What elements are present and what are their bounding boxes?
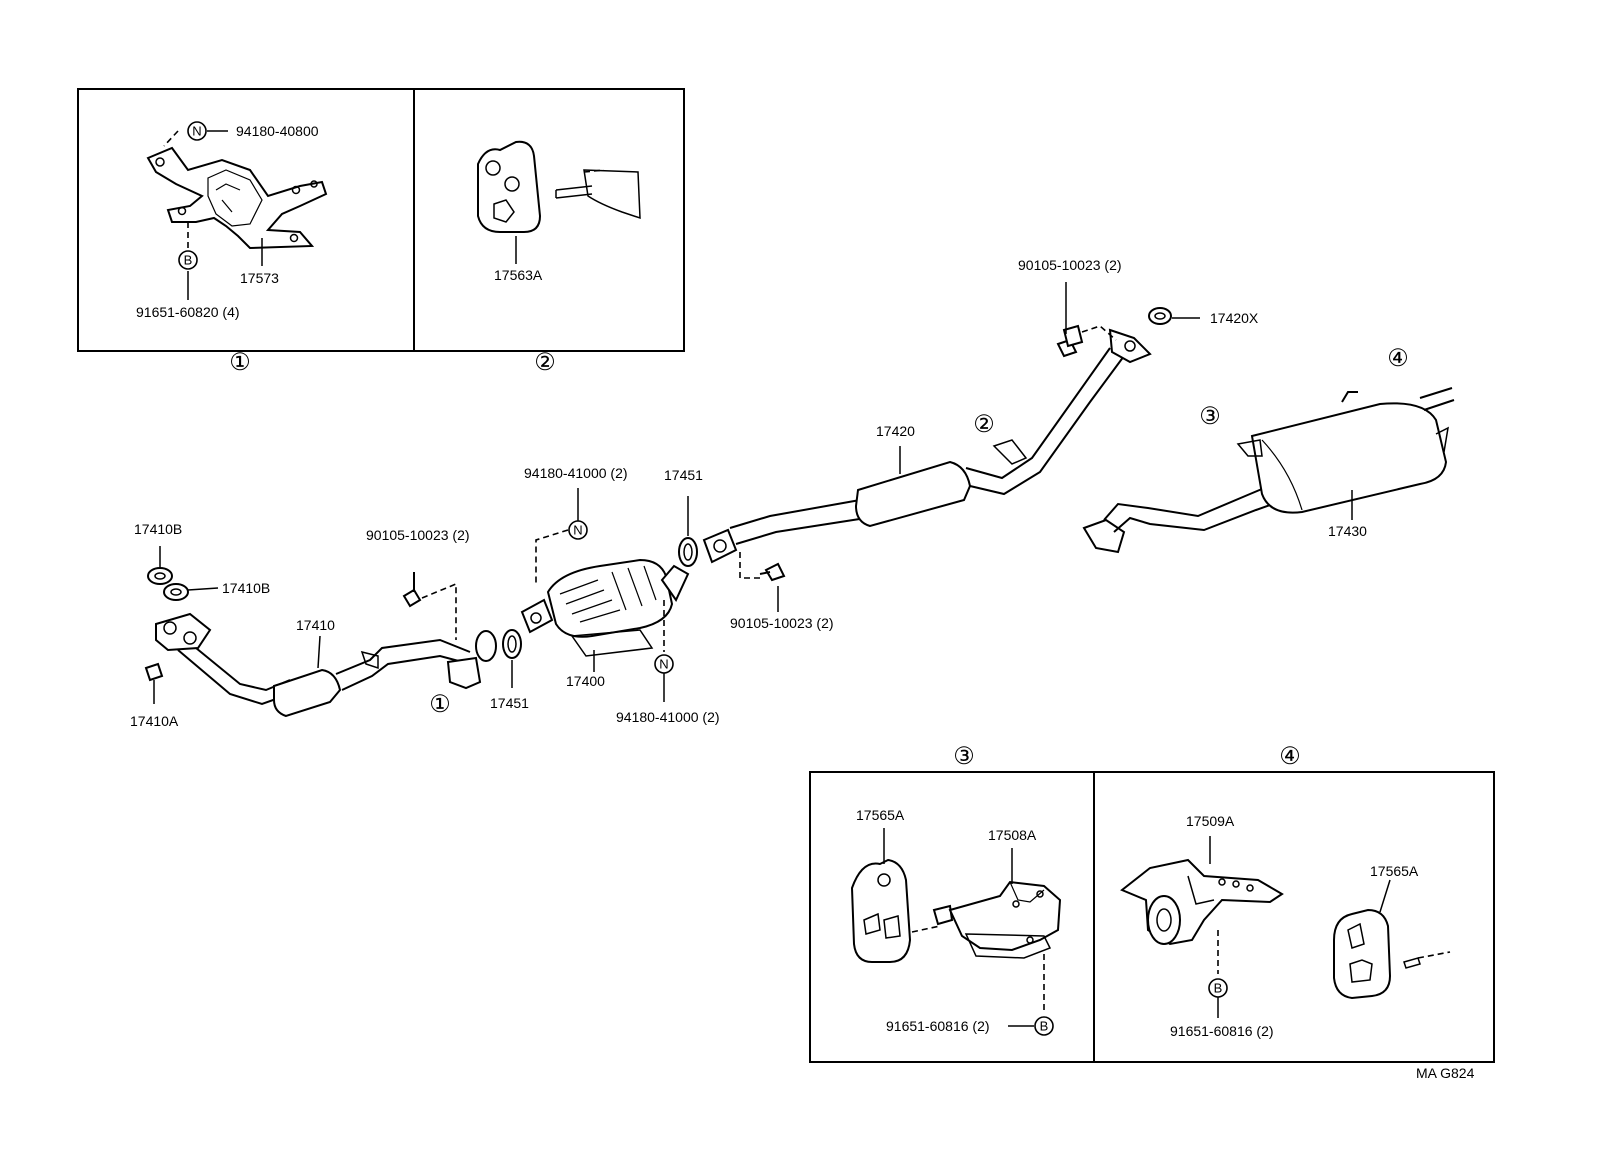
callout-inset-3: ③ xyxy=(1199,403,1221,430)
exhaust-hanger-bracket-17573 xyxy=(146,146,328,250)
callout-inset-4: ④ xyxy=(1387,345,1409,372)
tail-pipe-muffler-17430 xyxy=(1082,387,1455,554)
bolt-90105-10023-mid xyxy=(402,572,422,608)
part-label-17508A: 17508A xyxy=(988,827,1037,843)
callout-inset-2: ② xyxy=(973,411,995,438)
b-marker-inset3: B xyxy=(1034,1016,1054,1036)
inset-number-1: ① xyxy=(229,349,251,376)
svg-text:N: N xyxy=(573,523,582,538)
inset-number-2: ② xyxy=(534,349,556,376)
rubber-hanger-17565A-inset3 xyxy=(850,858,912,963)
inset-frame-1-2 xyxy=(77,88,685,352)
svg-text:N: N xyxy=(659,657,668,672)
gasket-17451-upper xyxy=(678,537,698,567)
callout-inset-1: ① xyxy=(429,691,451,718)
svg-text:B: B xyxy=(1214,981,1223,996)
part-label-94180-41000-bottom: 94180-41000 (2) xyxy=(616,709,720,725)
bolt-90105-10023-right xyxy=(759,562,786,582)
part-label-90105-10023-right: 90105-10023 (2) xyxy=(730,615,834,631)
leader-bolt-mid xyxy=(421,582,457,640)
part-label-17451-lower: 17451 xyxy=(490,695,529,711)
part-label-91651-60820: 91651-60820 (4) xyxy=(136,304,240,320)
exhaust-front-pipe-17410 xyxy=(155,612,497,718)
part-label-17410B-2: 17410B xyxy=(222,580,270,596)
hanger-bracket-17508A xyxy=(932,880,1062,959)
gasket-17420X xyxy=(1148,307,1172,325)
leader-n-top xyxy=(535,529,569,584)
gasket-17410B-2 xyxy=(163,583,189,601)
part-label-17410A: 17410A xyxy=(130,713,179,729)
bolt-90105-10023-top xyxy=(1056,324,1084,358)
part-label-94180-40800: 94180-40800 xyxy=(236,123,319,139)
part-label-17410B-1: 17410B xyxy=(134,521,182,537)
part-label-94180-41000-top: 94180-41000 (2) xyxy=(524,465,628,481)
leader-bolt-right xyxy=(739,552,760,579)
rubber-hanger-17565A-inset4 xyxy=(1333,908,1392,1000)
hanger-pin-inset4 xyxy=(1403,951,1451,969)
hanger-pin xyxy=(555,169,641,220)
part-label-17563A: 17563A xyxy=(494,267,543,283)
svg-text:B: B xyxy=(1040,1019,1049,1034)
diagram-code: MA G824 xyxy=(1416,1065,1475,1081)
part-label-90105-10023-mid: 90105-10023 (2) xyxy=(366,527,470,543)
part-label-91651-60816-inset3: 91651-60816 (2) xyxy=(886,1018,990,1034)
catalytic-converter-17400 xyxy=(520,558,690,657)
part-label-17420: 17420 xyxy=(876,423,915,439)
center-exhaust-pipe-17420 xyxy=(702,328,1152,564)
n-marker: N xyxy=(187,121,207,141)
part-label-90105-10023-top: 90105-10023 (2) xyxy=(1018,257,1122,273)
nut-17410A xyxy=(144,662,164,682)
n-marker-top: N xyxy=(568,520,588,540)
part-label-17573: 17573 xyxy=(240,270,279,286)
gasket-17451-lower xyxy=(502,629,522,659)
part-label-17509A: 17509A xyxy=(1186,813,1235,829)
part-label-17410: 17410 xyxy=(296,617,335,633)
svg-text:N: N xyxy=(192,124,201,139)
gasket-17410B-1 xyxy=(147,567,173,585)
inset-number-4: ④ xyxy=(1279,743,1301,770)
leader-bolt-top xyxy=(1081,325,1117,341)
part-label-17420X: 17420X xyxy=(1210,310,1259,326)
hanger-bracket-17509A xyxy=(1120,858,1284,946)
part-label-17430: 17430 xyxy=(1328,523,1367,539)
svg-text:B: B xyxy=(184,253,193,268)
part-label-91651-60816-inset4: 91651-60816 (2) xyxy=(1170,1023,1274,1039)
leader-n-1 xyxy=(163,130,179,147)
part-label-17451-upper: 17451 xyxy=(664,467,703,483)
inset-number-3: ③ xyxy=(953,743,975,770)
b-marker-inset4: B xyxy=(1208,978,1228,998)
b-marker: B xyxy=(178,250,198,270)
n-marker-bottom: N xyxy=(654,654,674,674)
inset-frame-3-4 xyxy=(809,771,1495,1063)
rubber-hanger-17563A xyxy=(477,140,542,264)
part-label-17400: 17400 xyxy=(566,673,605,689)
part-label-17565A-inset3: 17565A xyxy=(856,807,905,823)
leader-pin-3 xyxy=(911,925,941,933)
part-label-17565A-inset4: 17565A xyxy=(1370,863,1419,879)
